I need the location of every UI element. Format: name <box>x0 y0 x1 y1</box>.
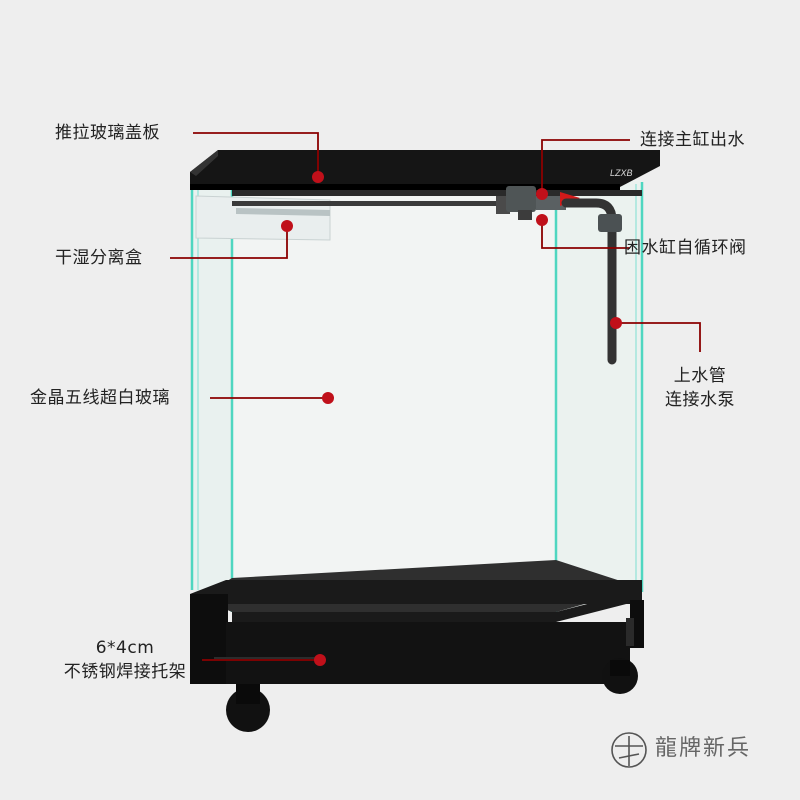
aquarium-glass-tank <box>190 180 644 622</box>
dry-wet-box <box>195 195 331 241</box>
callout-outlet: 连接主缸出水 <box>640 130 745 150</box>
callout-glass: 金晶五线超白玻璃 <box>30 388 170 408</box>
lid-logo: LZXB <box>610 168 633 178</box>
sliding-glass-lid <box>190 150 660 196</box>
callout-valve: 困水缸自循环阀 <box>624 238 747 258</box>
callout-dry-box: 干湿分离盒 <box>55 248 143 268</box>
steel-stand <box>190 580 644 732</box>
callout-pipe-line1: 上水管 <box>673 366 727 386</box>
callout-lines <box>170 132 701 661</box>
callout-stand-line2: 不锈钢焊接托架 <box>63 662 187 682</box>
callout-dots <box>281 171 622 666</box>
callout-pipe-line2: 连接水泵 <box>665 390 735 410</box>
callout-pipe: 上水管 连接水泵 <box>655 364 745 412</box>
brand-logo-icon <box>611 732 647 768</box>
callout-lid: 推拉玻璃盖板 <box>55 123 160 143</box>
callout-stand-line1: 6*4cm <box>95 638 155 658</box>
brand-name: 龍牌新兵 <box>655 736 752 761</box>
callout-stand: 6*4cm 不锈钢焊接托架 <box>40 636 210 684</box>
water-pipes <box>232 186 622 365</box>
